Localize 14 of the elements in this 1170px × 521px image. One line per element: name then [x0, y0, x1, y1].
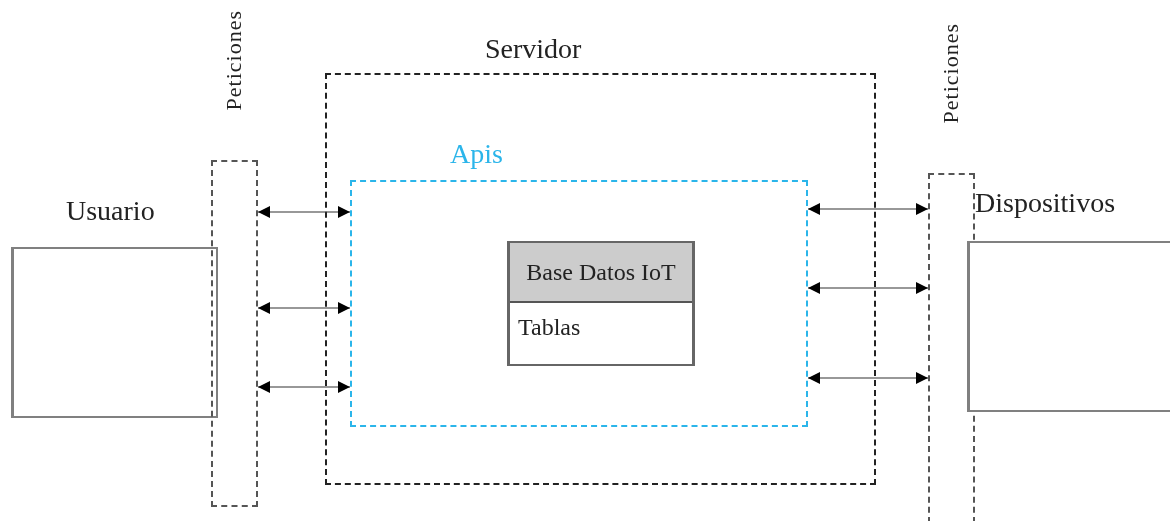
double-arrow [807, 372, 929, 384]
double-arrow [257, 381, 351, 393]
double-arrow [807, 203, 929, 215]
node-title: Dispositivos [975, 189, 1116, 217]
container-title: Apis [450, 140, 503, 168]
node-title: Usuario [66, 197, 155, 225]
vertical-label: Peticiones [940, 23, 962, 124]
vertical-label: Peticiones [223, 10, 245, 111]
double-arrow [257, 206, 351, 218]
table-row-text: Tablas [517, 313, 582, 339]
double-arrow [257, 302, 351, 314]
double-arrow [807, 282, 929, 294]
container-title: Servidor [485, 35, 582, 63]
table-header: Base Datos IoT [510, 243, 692, 303]
